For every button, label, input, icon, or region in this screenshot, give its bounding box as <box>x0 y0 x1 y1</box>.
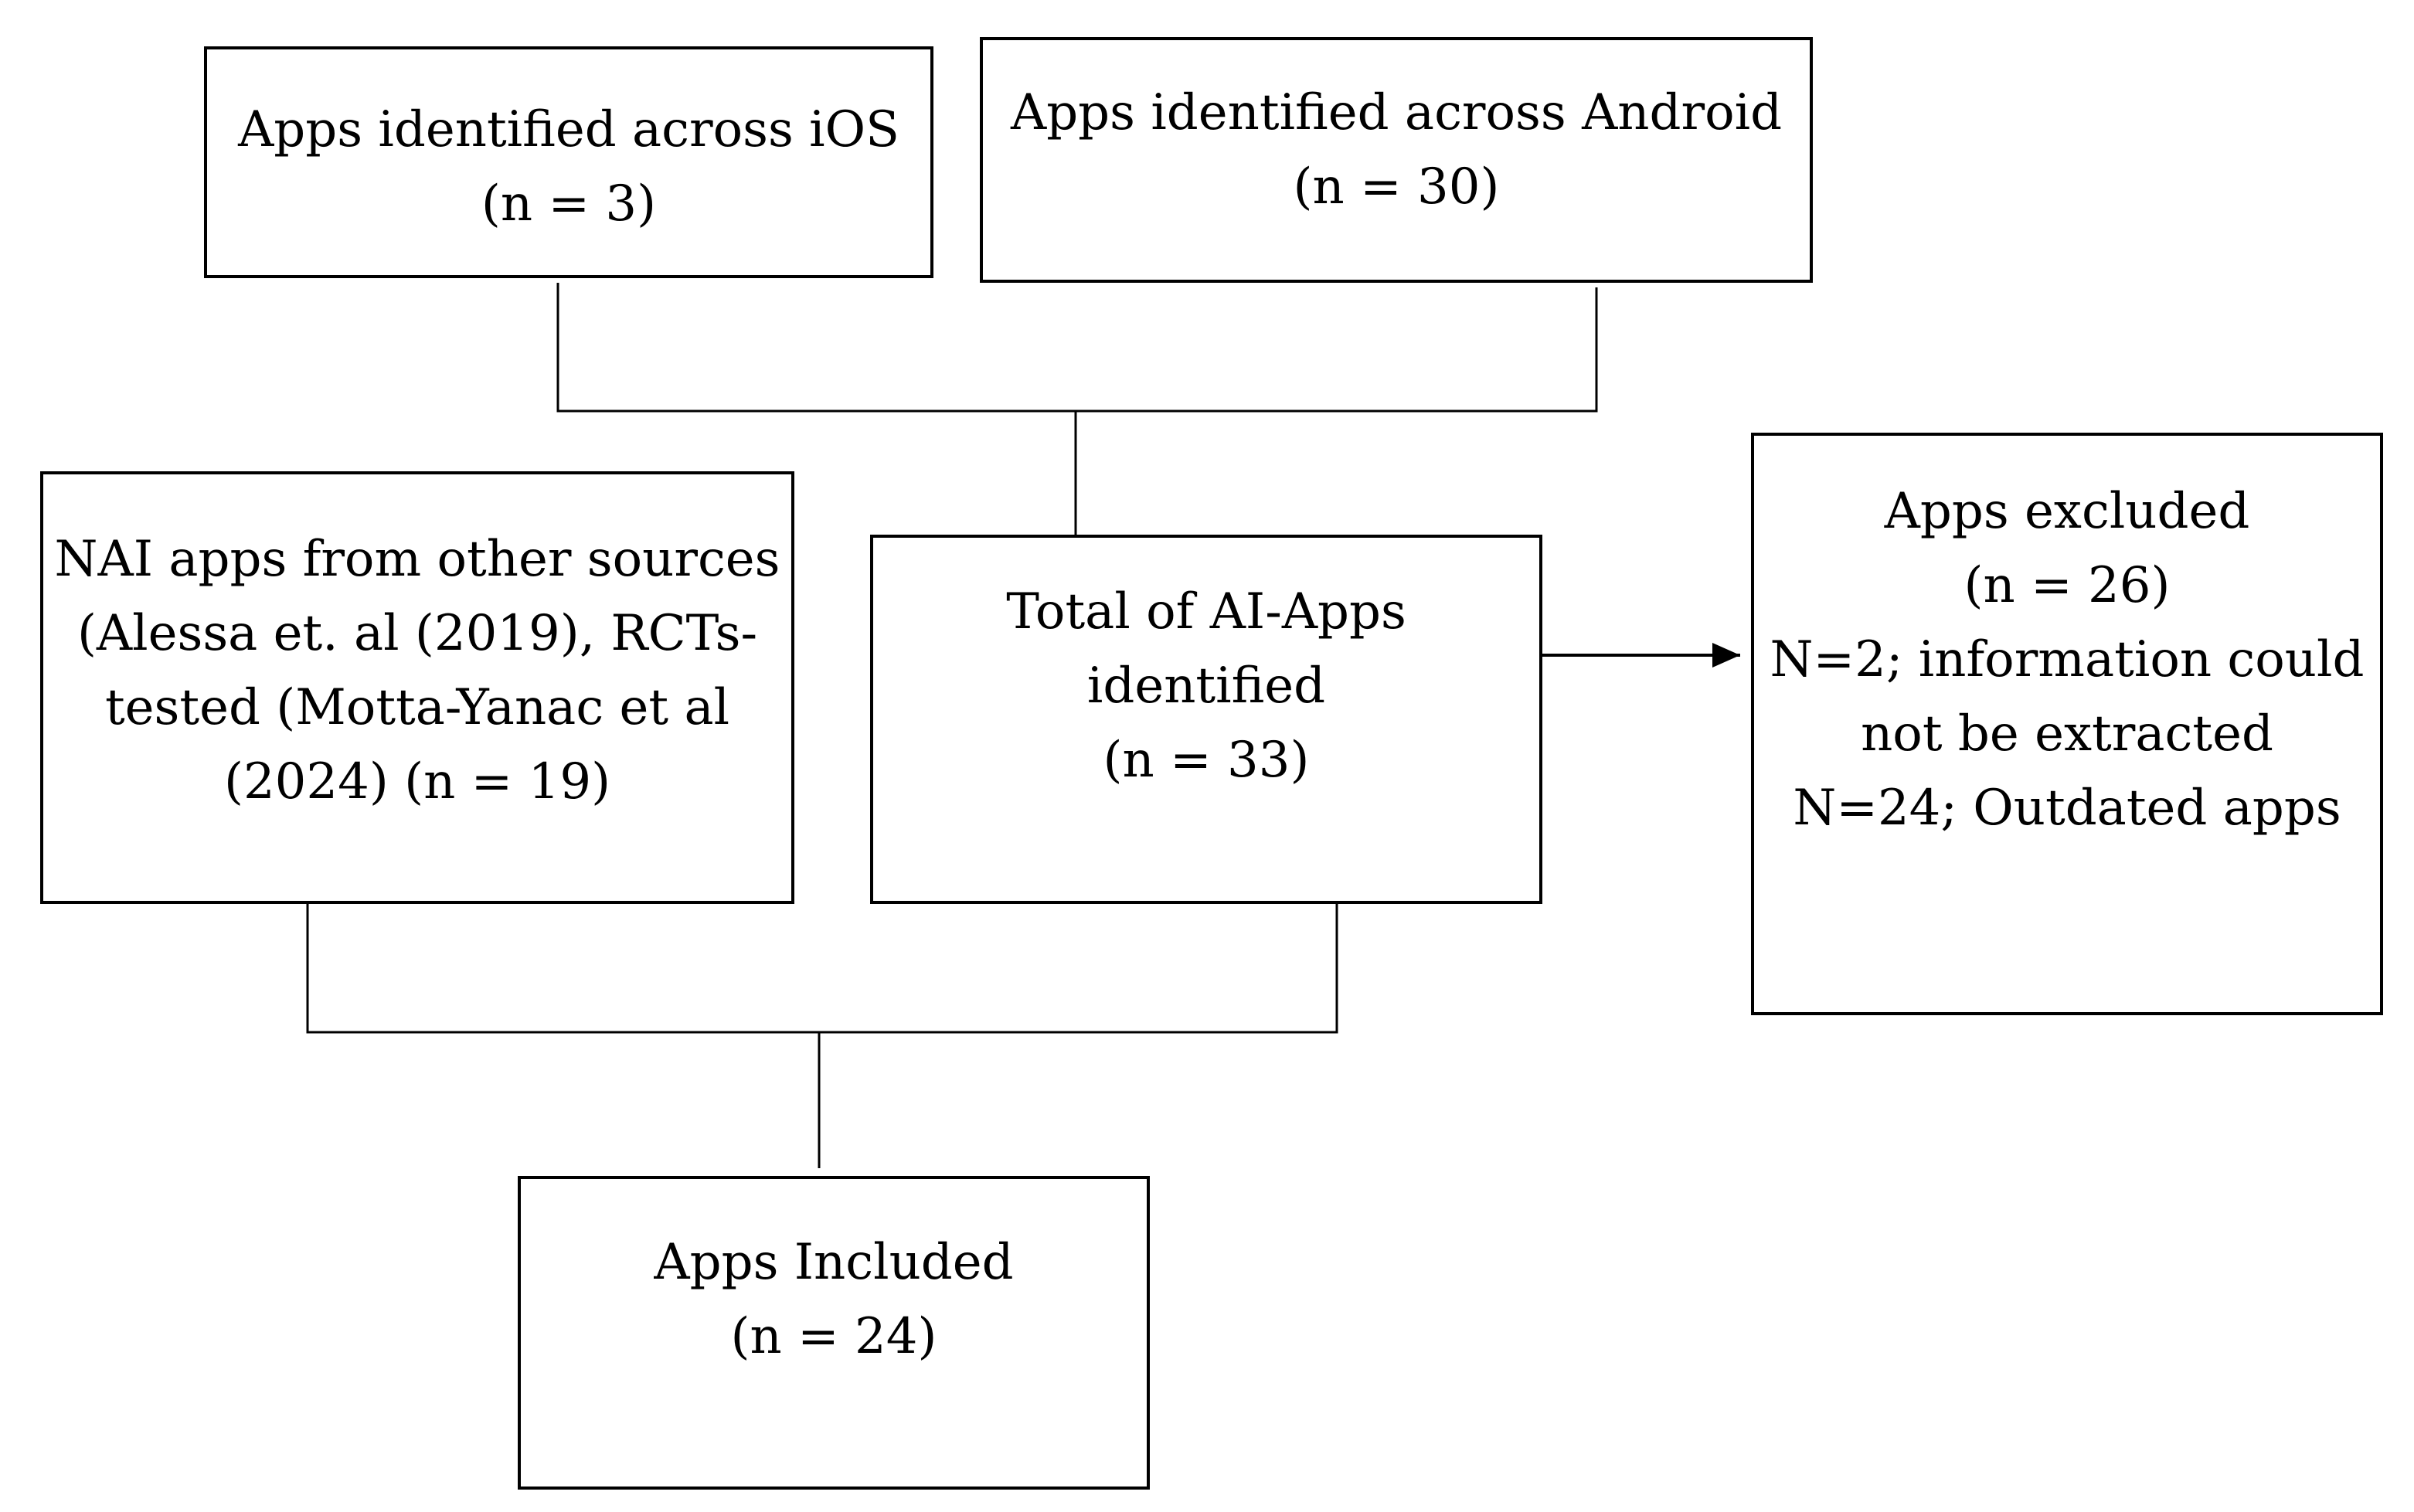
apps-excluded-count: (n = 26) <box>1964 557 2171 614</box>
android-apps-count: (n = 30) <box>1293 158 1500 216</box>
total-ai-apps-line-2: identified <box>1086 657 1326 715</box>
total-ai-apps-box: Total of AI-Apps identified (n = 33) <box>870 535 1542 904</box>
apps-included-count: (n = 24) <box>730 1308 937 1365</box>
other-sources-box: NAI apps from other sources (Alessa et. … <box>40 471 794 904</box>
other-sources-line-2: (Alessa et. al (2019), RCTs- <box>76 605 758 662</box>
apps-excluded-box: Apps excluded (n = 26) N=2; information … <box>1751 433 2383 1015</box>
apps-excluded-title: Apps excluded <box>1884 483 2250 540</box>
apps-excluded-reason-1b: not be extracted <box>1861 705 2273 763</box>
apps-included-title: Apps Included <box>654 1234 1014 1291</box>
apps-excluded-reason-1a: N=2; information could <box>1770 631 2365 688</box>
connector-ios-android-merge <box>556 283 1598 413</box>
other-sources-line-1: NAI apps from other sources <box>54 531 780 588</box>
ios-apps-count: (n = 3) <box>481 175 657 233</box>
ios-apps-box: Apps identified across iOS (n = 3) <box>204 46 933 278</box>
other-sources-line-3: tested (Motta-Yanac et al <box>104 679 730 736</box>
apps-included-box: Apps Included (n = 24) <box>518 1176 1150 1490</box>
apps-excluded-reason-2: N=24; Outdated apps <box>1793 780 2341 837</box>
total-ai-apps-line-1: Total of AI-Apps <box>1006 583 1406 640</box>
other-sources-line-4: (2024) (n = 19) <box>223 753 611 810</box>
connector-other-total-merge <box>306 896 1338 1034</box>
total-ai-apps-count: (n = 33) <box>1103 732 1310 789</box>
android-apps-title: Apps identified across Android <box>1010 84 1783 141</box>
android-apps-box: Apps identified across Android (n = 30) <box>980 37 1813 283</box>
ios-apps-title: Apps identified across iOS <box>238 101 899 158</box>
